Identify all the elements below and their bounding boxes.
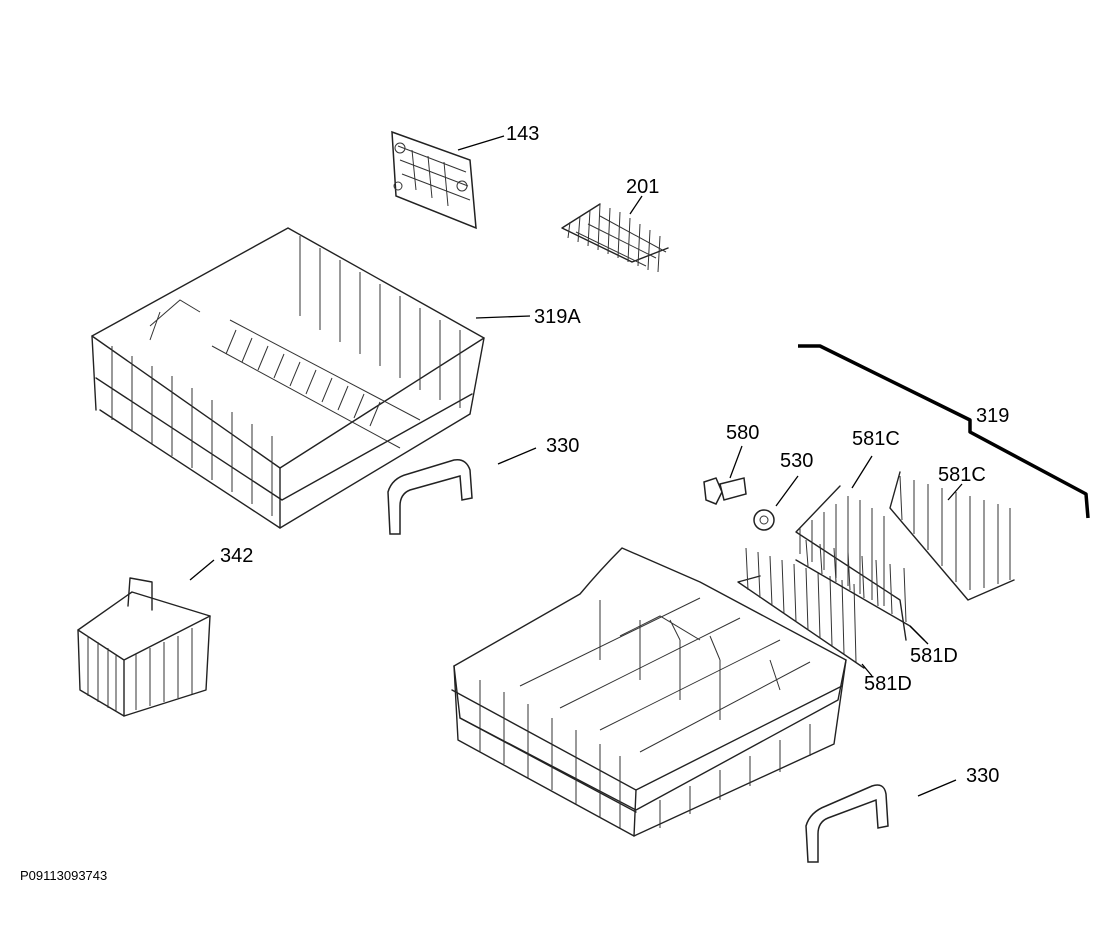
part-581C-tine-rack-b <box>889 471 1015 601</box>
part-581D-tine-rack-a <box>737 547 865 669</box>
leader-143 <box>457 135 505 151</box>
document-id: P09113093743 <box>20 868 108 883</box>
part-580-clip <box>703 477 747 505</box>
label-581C-b: 581C <box>938 464 986 486</box>
part-581C-tine-rack-a <box>795 485 907 641</box>
leader-581C-b <box>947 483 963 501</box>
leader-580 <box>729 445 743 479</box>
label-330-lower: 330 <box>966 765 1000 787</box>
part-319-rail <box>798 344 1090 519</box>
label-330-upper: 330 <box>546 435 580 457</box>
part-330-handle-upper <box>387 458 473 535</box>
label-581C-a: 581C <box>852 428 900 450</box>
leader-319A <box>475 315 531 319</box>
part-143-bracket <box>391 130 477 230</box>
label-530: 530 <box>780 450 814 472</box>
label-342: 342 <box>220 545 254 567</box>
leader-581D-b <box>909 625 929 645</box>
label-201: 201 <box>626 176 660 198</box>
leader-342 <box>189 559 215 581</box>
label-580: 580 <box>726 422 760 444</box>
leader-201 <box>629 195 643 215</box>
part-342-cutlery-basket <box>77 577 211 717</box>
leader-530 <box>775 475 799 507</box>
part-530-wheel <box>753 509 775 531</box>
leader-330-lower <box>917 779 957 797</box>
label-581D-b: 581D <box>910 645 958 667</box>
leader-330-upper <box>497 447 537 465</box>
part-201-tine-insert <box>561 203 669 273</box>
leader-581C-a <box>851 455 873 489</box>
part-319A-upper-basket <box>91 227 485 529</box>
part-lower-basket <box>451 547 847 837</box>
part-330-handle-lower <box>805 784 889 863</box>
label-143: 143 <box>506 123 540 145</box>
label-581D-a: 581D <box>864 673 912 695</box>
label-319A: 319A <box>534 306 581 328</box>
leader-581D-a <box>861 663 873 677</box>
label-319: 319 <box>976 405 1010 427</box>
